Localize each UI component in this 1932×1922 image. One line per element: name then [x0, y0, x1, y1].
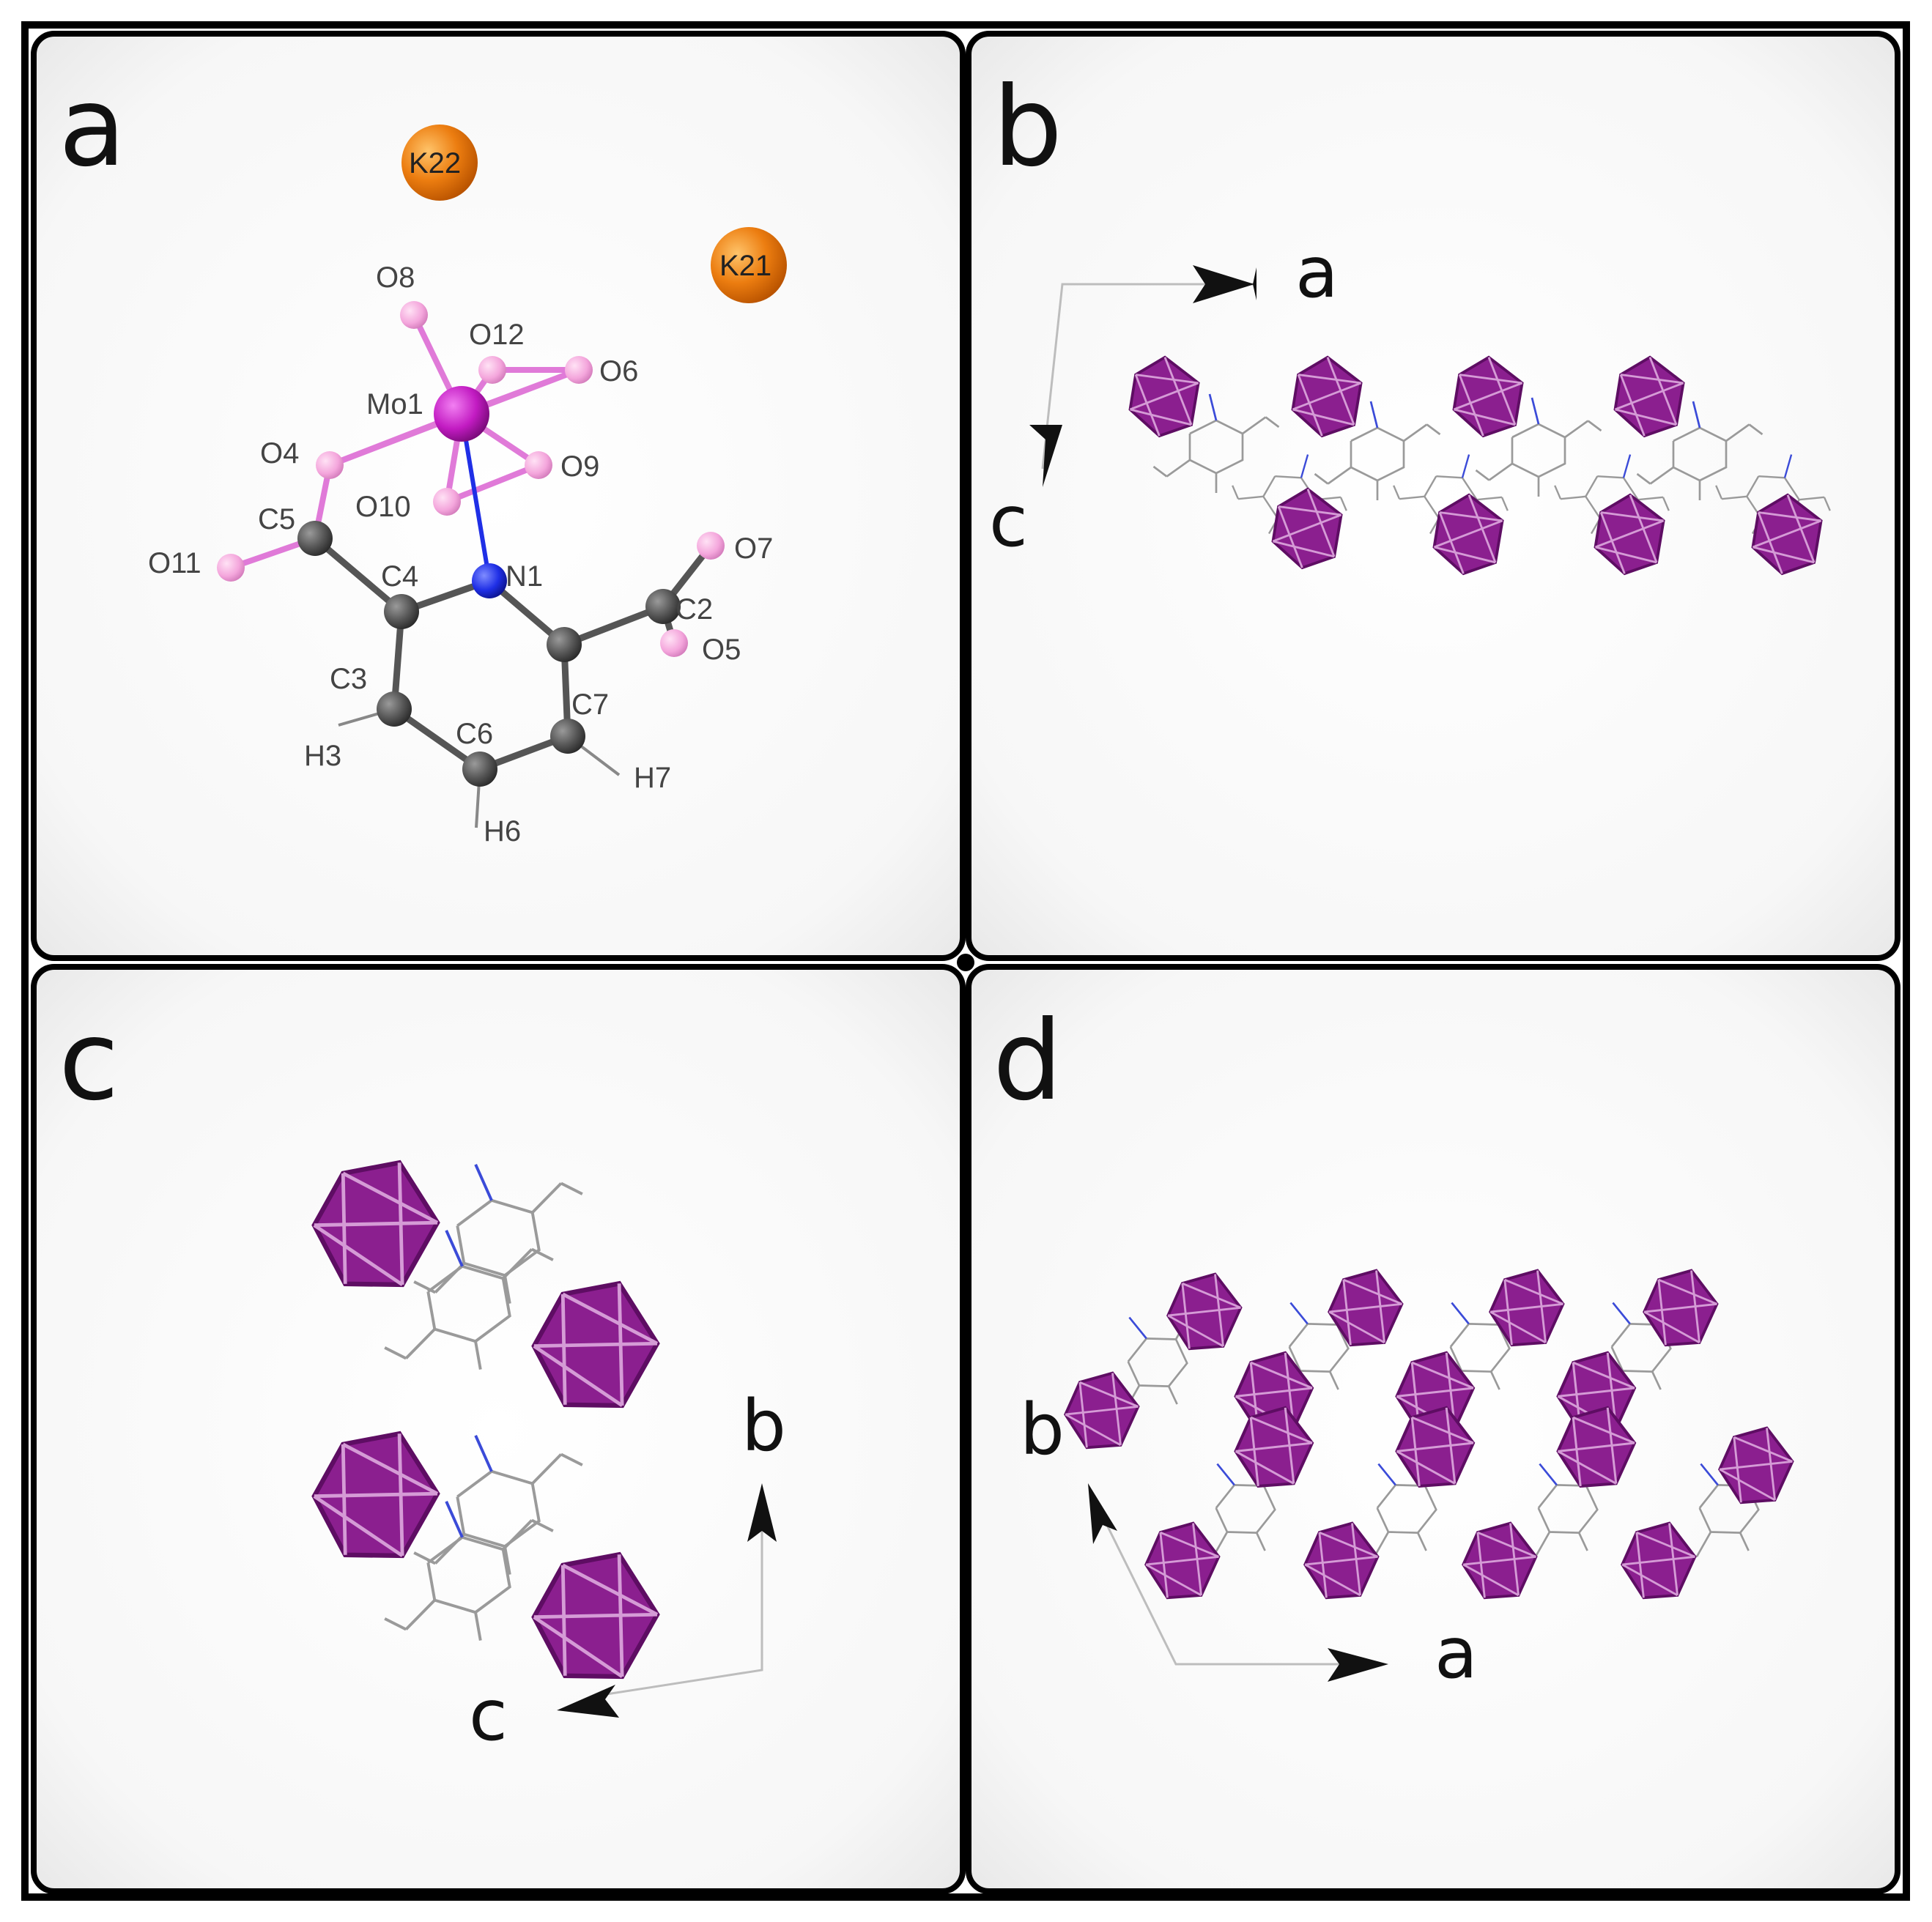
label-O7: O7 — [734, 533, 773, 565]
label-O12: O12 — [469, 319, 525, 351]
panel-d-letter: d — [993, 998, 1062, 1125]
atom-O9 — [525, 451, 552, 479]
panel-b-frame — [966, 31, 1900, 961]
panel-d-axis-b-arrow — [1088, 1483, 1117, 1544]
panel-d-axis-b-label: b — [1020, 1389, 1065, 1471]
panel-b: b a c — [966, 31, 1900, 961]
atom-K21 — [711, 227, 787, 303]
label-C5: C5 — [258, 503, 295, 535]
panel-c-axis-c-label: c — [469, 1674, 508, 1756]
label-H7: H7 — [634, 762, 671, 794]
atom-O5 — [660, 629, 688, 657]
panel-b-axis-a-arrow — [1193, 265, 1254, 303]
panel-b-axis-c-arrow — [1029, 425, 1062, 487]
label-O5: O5 — [702, 634, 741, 666]
atom-O4 — [316, 451, 344, 479]
label-C4: C4 — [381, 560, 418, 593]
label-N1: N1 — [506, 560, 543, 593]
label-H6: H6 — [484, 815, 521, 847]
atom-C4 — [384, 594, 419, 629]
label-K21: K21 — [719, 250, 771, 282]
panel-d: d — [966, 964, 1900, 1894]
frame-junction — [957, 954, 974, 971]
label-O9: O9 — [560, 450, 599, 483]
label-K22: K22 — [409, 147, 461, 179]
panel-d-axis-a-label: a — [1435, 1612, 1478, 1694]
panel-a-letter: a — [59, 64, 126, 191]
panel-d-axis-lines — [1094, 1501, 1341, 1666]
atom-K22 — [401, 125, 478, 201]
atom-C2 — [645, 589, 681, 624]
atom-C5 — [297, 521, 333, 556]
panel-b-letter: b — [993, 64, 1062, 191]
label-C7: C7 — [571, 689, 609, 721]
atom-Mo1 — [434, 386, 489, 442]
label-C3: C3 — [330, 663, 367, 695]
panel-c-axis-b-label: b — [741, 1385, 786, 1467]
label-O8: O8 — [376, 261, 415, 294]
label-O4: O4 — [260, 437, 299, 470]
panel-c-axis-b-arrow — [747, 1483, 777, 1542]
label-O6: O6 — [599, 355, 638, 387]
atom-O6 — [565, 356, 593, 384]
label-C6: C6 — [456, 718, 493, 750]
atom-O8 — [400, 301, 428, 329]
panel-c-letter: c — [59, 998, 119, 1125]
panel-c-frame — [31, 964, 966, 1894]
panel-b-axis-a-label: a — [1295, 231, 1339, 313]
atom-O7 — [697, 532, 725, 560]
atom-C6 — [462, 752, 497, 787]
panel-a: a — [31, 31, 966, 961]
label-H3: H3 — [304, 740, 341, 772]
panel-c-axis-lines — [596, 1505, 763, 1697]
panel-b-axis-a-stub — [1253, 267, 1256, 300]
panel-d-axis-a-arrow — [1328, 1648, 1388, 1682]
panel-c: c b c — [31, 964, 966, 1894]
atom-O11 — [217, 554, 245, 582]
label-C2: C2 — [676, 593, 713, 626]
panel-b-axis-c-label: c — [989, 480, 1028, 563]
atom-C-ring — [547, 627, 582, 662]
label-O11: O11 — [148, 547, 201, 579]
atom-O12 — [478, 356, 506, 384]
atom-N1 — [472, 563, 507, 598]
atom-O10 — [433, 488, 461, 516]
panel-b-axis-lines — [1041, 283, 1256, 470]
atom-C7 — [550, 719, 585, 754]
atom-C3 — [377, 691, 412, 727]
panel-c-axis-c-arrow — [557, 1685, 619, 1718]
label-Mo1: Mo1 — [366, 388, 423, 420]
label-O10: O10 — [355, 491, 411, 523]
